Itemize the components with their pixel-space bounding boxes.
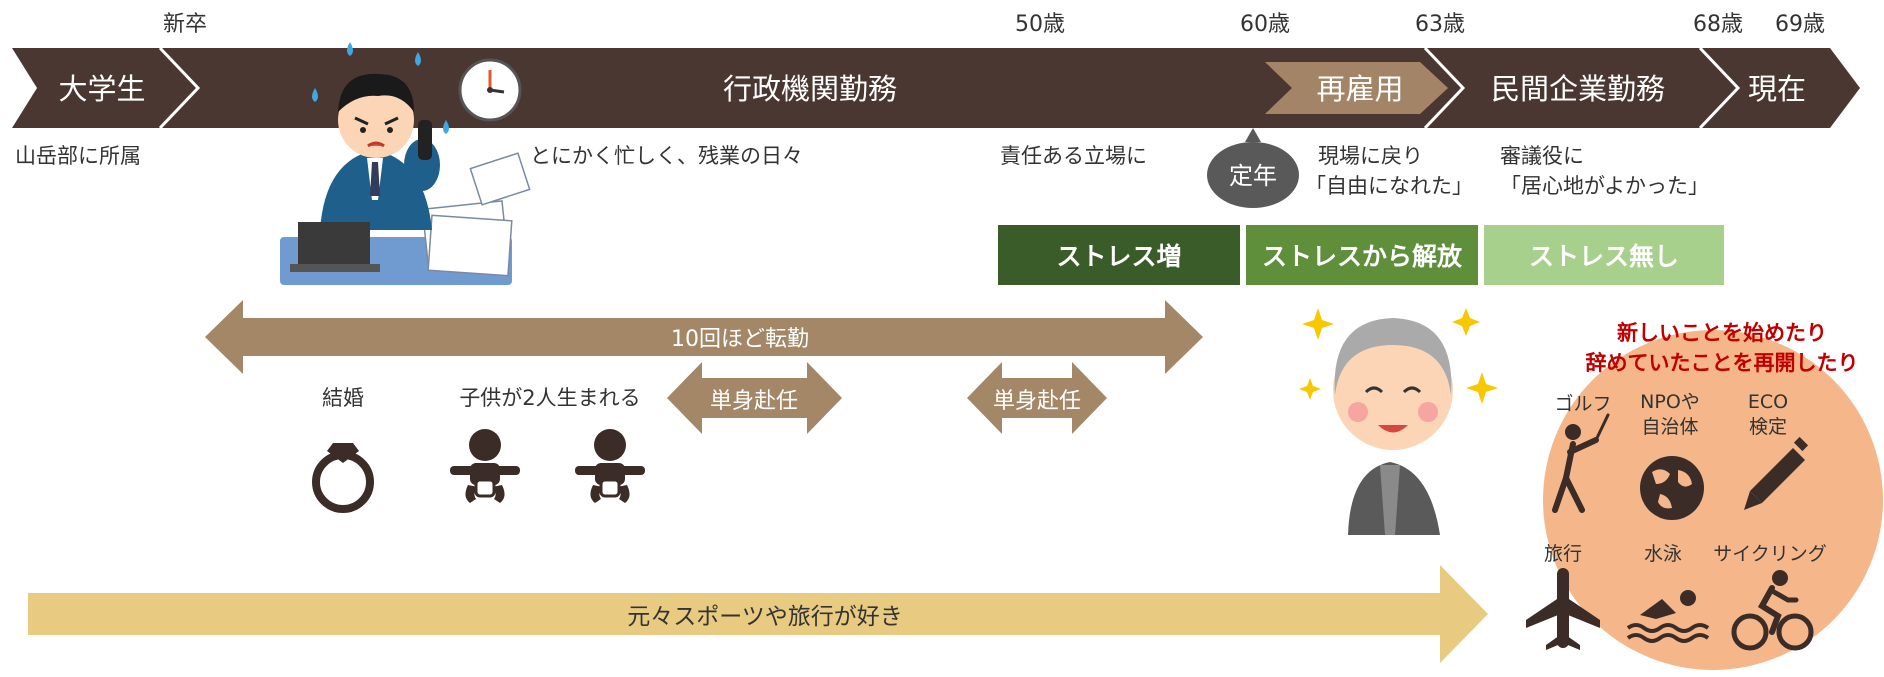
- stress-none-label: ストレス無し: [1529, 242, 1679, 271]
- stress-release-box: [1246, 225, 1478, 285]
- activity-eco-label-2: 検定: [1749, 416, 1787, 438]
- note-busy: とにかく忙しく、残業の日々: [530, 144, 803, 168]
- note-council-1: 審議役に: [1500, 144, 1584, 168]
- happy-senior-illustration: [1299, 308, 1498, 535]
- solo-posting-label-2: 単身赴任: [993, 389, 1081, 414]
- stress-boxes: ストレス増 ストレスから解放 ストレス無し: [998, 225, 1724, 285]
- solo-posting-arrow-1: 単身赴任: [667, 362, 842, 434]
- globe-icon: [1640, 456, 1704, 520]
- solo-posting-label-1: 単身赴任: [710, 389, 798, 414]
- age-label-68: 68歳: [1693, 12, 1743, 37]
- solo-posting-arrow-2: 単身赴任: [967, 362, 1107, 434]
- stress-increase-label: ストレス増: [1056, 242, 1181, 271]
- pencil-icon: [1744, 436, 1809, 510]
- note-responsibility: 責任ある立場に: [1000, 144, 1147, 168]
- marriage-label: 結婚: [322, 386, 364, 410]
- hobby-label: 元々スポーツや旅行が好き: [627, 604, 903, 630]
- stress-increase-box: [998, 225, 1240, 285]
- note-rehire-1: 現場に戻り: [1318, 144, 1423, 168]
- activity-swim-label: 水泳: [1644, 543, 1682, 565]
- timeline-band: 大学生 行政機関勤務 再雇用 民間企業勤務 現在: [12, 46, 1860, 130]
- stress-none-box: [1484, 225, 1724, 285]
- paper-stack: [421, 152, 531, 277]
- transfers-arrow: 10回ほど転勤: [205, 300, 1203, 374]
- segment-government: 行政機関勤務: [723, 72, 897, 106]
- stress-release-label: ストレスから解放: [1262, 242, 1463, 271]
- activity-travel-label: 旅行: [1544, 543, 1582, 565]
- baby-icon-2: [575, 429, 645, 503]
- sparkle-icons: [1299, 308, 1498, 404]
- segment-present: 現在: [1748, 72, 1806, 106]
- age-label-69: 69歳: [1775, 12, 1825, 37]
- activities-circle: 新しいことを始めたり 辞めていたことを再開したり ゴルフ NPOや 自治体 EC…: [1526, 321, 1883, 670]
- activity-cycling-label: サイクリング: [1713, 543, 1827, 565]
- note-student: 山岳部に所属: [15, 144, 141, 168]
- circle-title-2: 辞めていたことを再開したり: [1586, 351, 1859, 375]
- golf-icon: [1552, 413, 1610, 513]
- cyclist-icon: [1731, 570, 1814, 651]
- age-label-60: 60歳: [1240, 12, 1290, 37]
- segment-private: 民間企業勤務: [1491, 72, 1665, 106]
- rehire-segment: [1265, 62, 1448, 114]
- airplane-icon: [1526, 568, 1600, 650]
- separator-chevron-2: [1423, 46, 1466, 130]
- activity-npo-label-1: NPOや: [1640, 391, 1700, 413]
- activity-eco-label-1: ECO: [1748, 391, 1788, 413]
- activities-circle-bg: [1543, 330, 1883, 670]
- transfers-label: 10回ほど転勤: [671, 327, 809, 352]
- laptop-icon: [290, 222, 380, 272]
- age-label-graduate: 新卒: [163, 12, 207, 37]
- note-council-2: 「居心地がよかった」: [1500, 174, 1709, 198]
- segment-rehire: 再雇用: [1316, 72, 1403, 106]
- hobby-arrow: 元々スポーツや旅行が好き: [28, 565, 1488, 663]
- swimmer-icon: [1626, 590, 1710, 643]
- baby-icon-1: [450, 429, 520, 503]
- separator-chevron-1: [158, 46, 201, 130]
- sweat-drops: [312, 42, 449, 134]
- retirement-label: 定年: [1229, 162, 1277, 190]
- worker-head: [338, 82, 414, 158]
- age-label-63: 63歳: [1415, 12, 1465, 37]
- retirement-bubble: 定年: [1207, 128, 1299, 208]
- note-rehire-2: 「自由になれた」: [1305, 174, 1473, 198]
- activity-npo-label-2: 自治体: [1641, 416, 1698, 438]
- clock-icon: [458, 58, 522, 122]
- children-label: 子供が2人生まれる: [459, 386, 640, 410]
- age-label-50: 50歳: [1015, 12, 1065, 37]
- separator-chevron-3: [1698, 46, 1741, 130]
- segment-university: 大学生: [58, 72, 145, 106]
- activity-golf-label: ゴルフ: [1554, 393, 1611, 415]
- ring-icon: [312, 443, 374, 513]
- circle-title-1: 新しいことを始めたり: [1617, 321, 1827, 345]
- busy-worker-illustration: [280, 42, 531, 285]
